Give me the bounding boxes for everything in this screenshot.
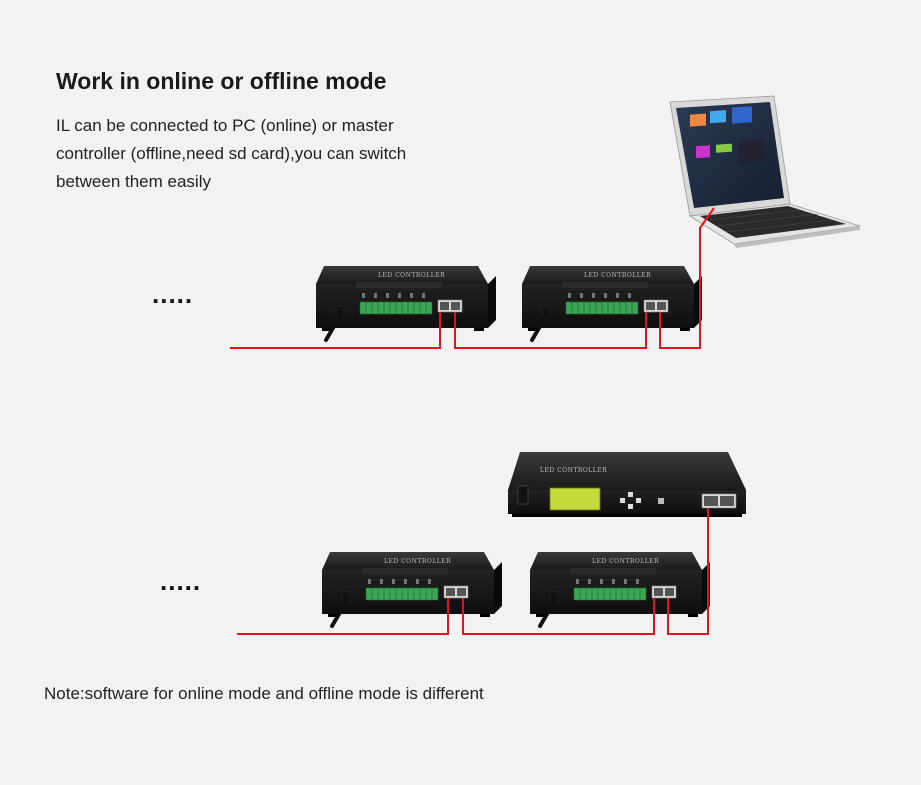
offline-controller-1: LED CONTROLLER [320,550,504,628]
lcd-screen [549,487,601,511]
master-label: LED CONTROLLER [540,467,607,474]
device-label: LED CONTROLLER [584,272,651,279]
device-label: LED CONTROLLER [378,272,445,279]
description-line: controller (offline,need sd card),you ca… [56,144,407,163]
note-text: Note:software for online mode and offlin… [44,684,484,703]
description: IL can be connected to PC (online) or ma… [56,112,496,196]
page-title: Work in online or offline mode [56,68,387,94]
continuation-dots-online: ..... [152,279,194,309]
description-line: IL can be connected to PC (online) or ma… [56,116,394,135]
offline-controller-2: LED CONTROLLER [528,550,712,628]
cable-link [462,598,655,635]
device-label: LED CONTROLLER [384,558,451,565]
online-controller-2: LED CONTROLLER [520,264,704,342]
continuation-dots-offline: ..... [160,566,202,596]
cable-upstream [237,598,449,635]
master-controller-icon: LED CONTROLLER [508,452,746,517]
offline-cables [237,508,709,635]
cable-upstream [230,312,441,349]
online-controller-1: LED CONTROLLER [314,264,498,342]
online-cables [230,207,715,349]
laptop-icon [669,95,861,248]
device-label: LED CONTROLLER [592,558,659,565]
description-line: between them easily [56,172,211,191]
cable-to-master [667,508,709,635]
cable-to-laptop [659,207,715,349]
cable-link [454,312,647,349]
